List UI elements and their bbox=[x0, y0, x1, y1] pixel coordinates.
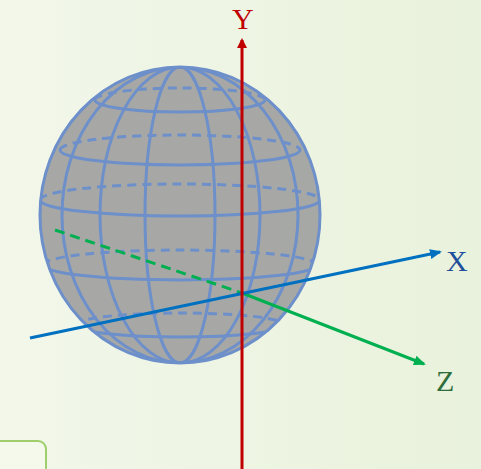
axis-label: Z bbox=[436, 366, 454, 396]
corner-box bbox=[0, 441, 46, 469]
x-axis bbox=[30, 252, 440, 338]
globe-grid bbox=[40, 67, 320, 363]
globe-body bbox=[40, 67, 320, 363]
y-axis bbox=[241, 40, 244, 469]
axis-label: Y bbox=[232, 4, 254, 34]
z-axis bbox=[242, 293, 424, 364]
globe-outline bbox=[40, 67, 320, 363]
z-axis-hidden bbox=[55, 230, 242, 293]
axis-label: X bbox=[446, 246, 468, 276]
